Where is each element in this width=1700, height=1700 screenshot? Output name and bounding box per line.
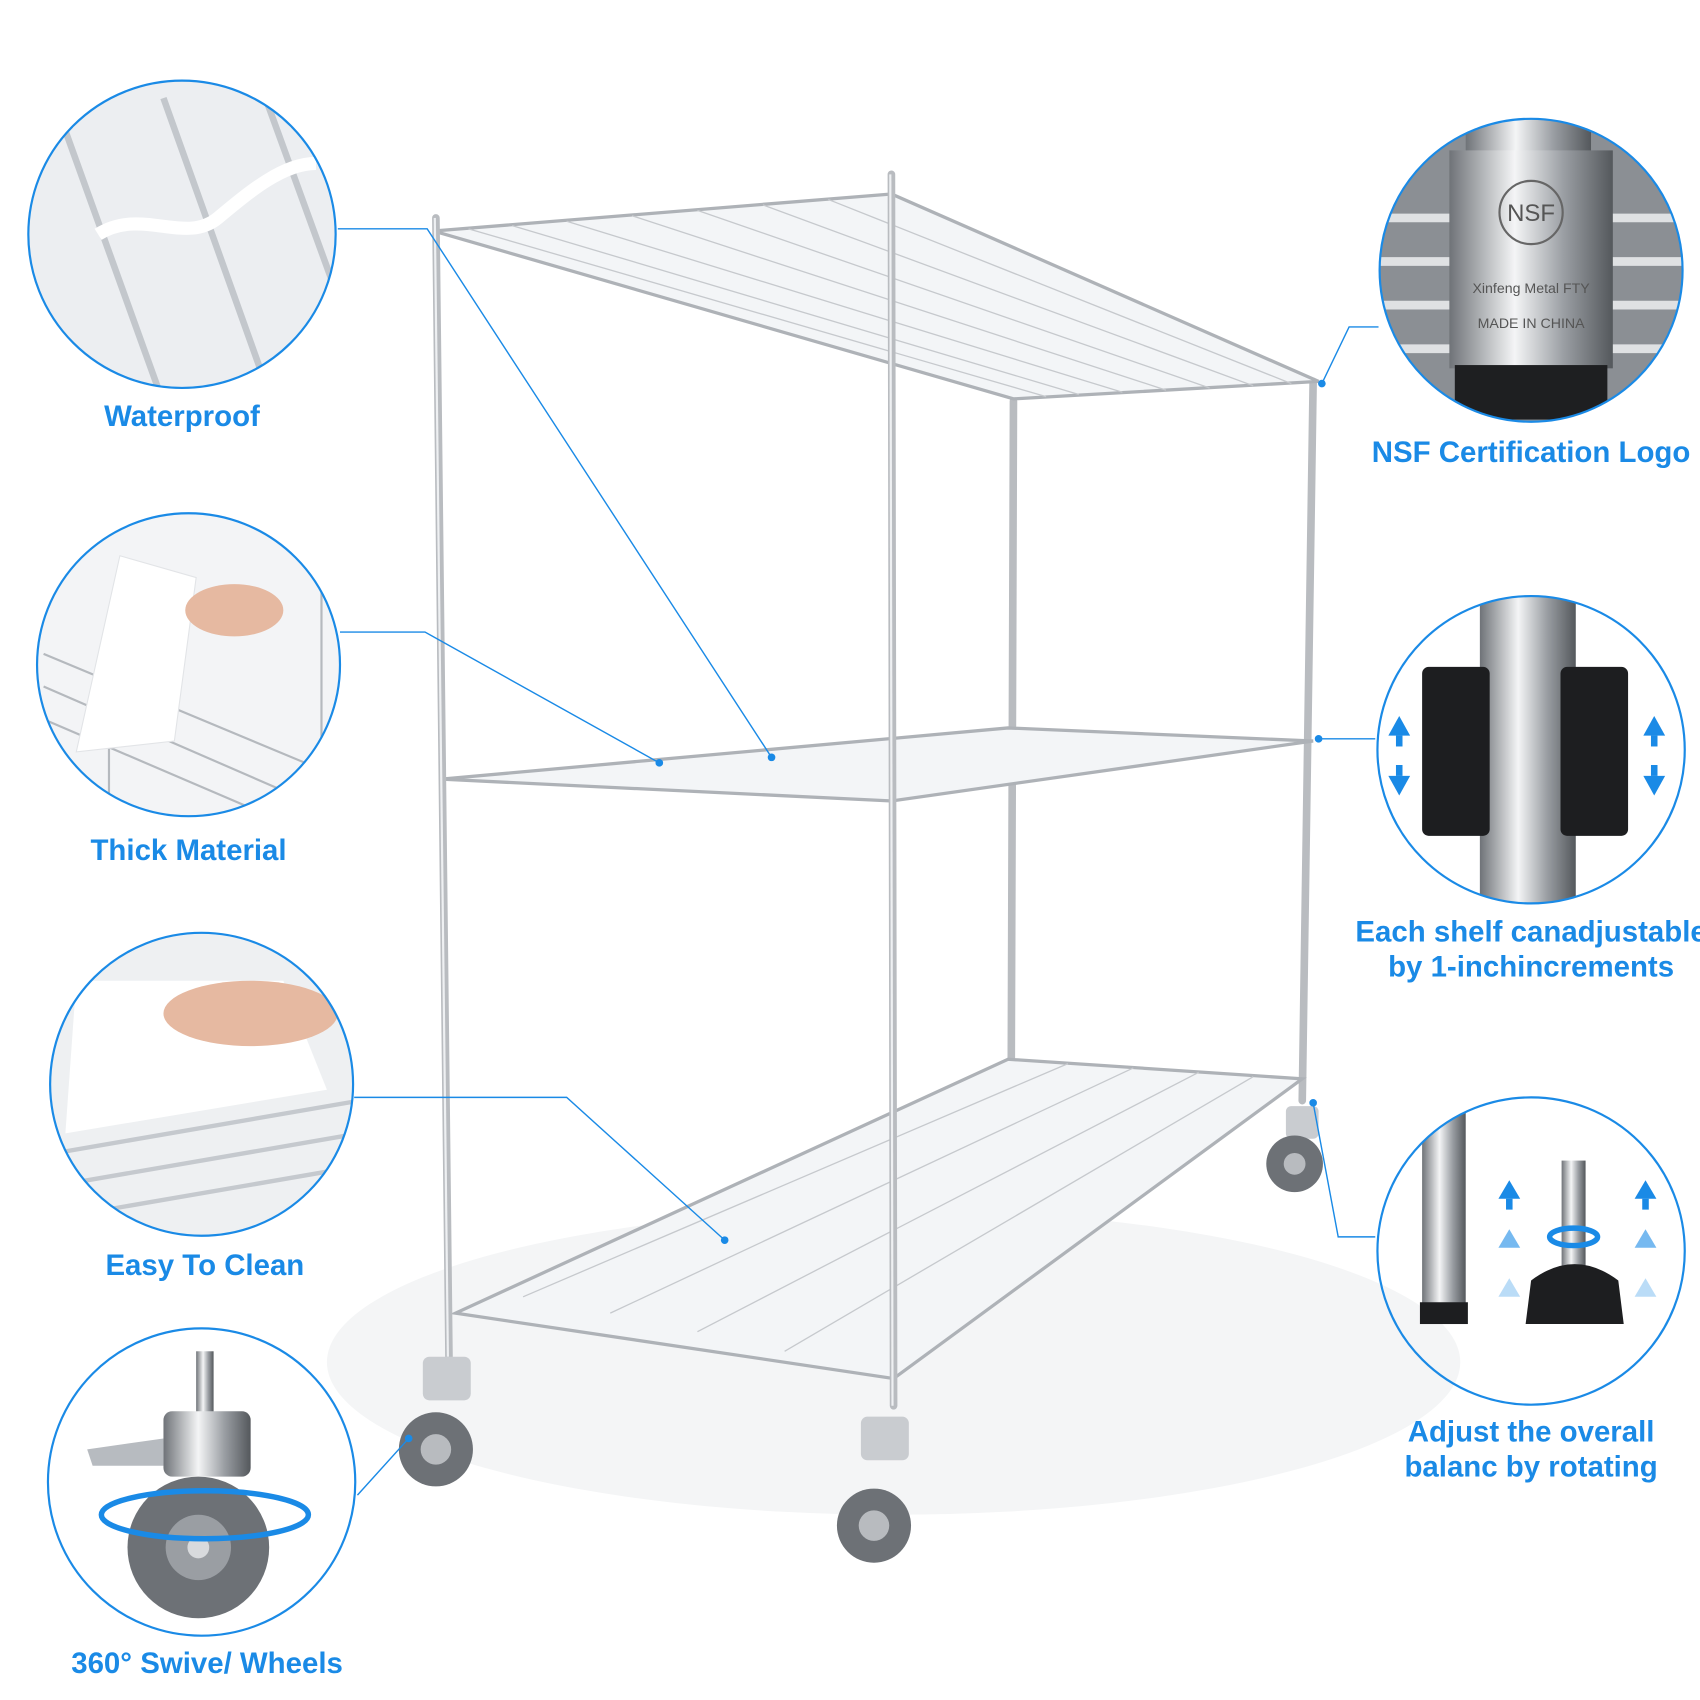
caster-wheel <box>836 1416 912 1563</box>
rotate-arrow-icon <box>98 1488 312 1542</box>
easy-to-clean-detail-image <box>50 932 354 1236</box>
waterproof-label: Waterproof <box>104 400 260 433</box>
feature-adjustable-shelf: Each shelf canadjustable by 1-inchincrem… <box>1355 595 1700 983</box>
wire-shelving-unit <box>398 170 1323 1563</box>
leader-line-nsf <box>1321 326 1379 384</box>
feature-nsf: NSF Xinfeng Metal FTY MADE IN CHINA NSF … <box>1372 117 1691 469</box>
nsf-label: NSF Certification Logo <box>1372 436 1691 469</box>
balance-label-line2: balanc by rotating <box>1404 1451 1657 1484</box>
leveling-foot-detail-image <box>1419 1100 1657 1325</box>
waterproof-detail-image <box>28 80 336 388</box>
leader-line-balance <box>1312 1102 1376 1238</box>
feature-thick-material: Thick Material <box>35 512 342 867</box>
thick-material-label: Thick Material <box>90 834 286 867</box>
leader-line-thick-material <box>339 631 660 764</box>
nsf-emboss-line2: MADE IN CHINA <box>1478 316 1586 332</box>
leader-line-waterproof <box>337 228 773 758</box>
leader-line-easy-to-clean <box>354 1096 726 1241</box>
nsf-emboss-line1: Xinfeng Metal FTY <box>1472 281 1590 297</box>
caster-wheel <box>1266 1106 1323 1193</box>
up-arrow-icon <box>1498 1180 1657 1297</box>
up-down-arrow-icon <box>1388 715 1666 796</box>
bottom-shelf-wires <box>522 1062 1254 1352</box>
feature-easy-to-clean: Easy To Clean <box>49 931 355 1282</box>
balance-label-line1: Adjust the overall <box>1408 1416 1655 1449</box>
feature-wheels: 360° Swive/ Wheels <box>46 1327 357 1680</box>
sleeve-detail-image <box>1388 596 1666 904</box>
rotate-icon <box>1546 1225 1601 1249</box>
adjustable-label-line2: by 1-inchincrements <box>1388 950 1674 983</box>
thick-material-detail-image <box>37 513 340 817</box>
feature-waterproof: Waterproof <box>27 79 337 433</box>
adjustable-label-line1: Each shelf canadjustable <box>1355 916 1700 949</box>
middle-shelf <box>441 726 1314 803</box>
bottom-shelf <box>449 1057 1307 1381</box>
caster-detail-image <box>87 1351 270 1619</box>
top-shelf-wires <box>468 198 1292 398</box>
nsf-emboss-logo: NSF <box>1507 200 1555 227</box>
easy-to-clean-label: Easy To Clean <box>105 1249 304 1282</box>
leader-line-wheels <box>356 1437 410 1496</box>
caster-wheel <box>398 1356 473 1487</box>
nsf-detail-image: NSF Xinfeng Metal FTY MADE IN CHINA <box>1379 118 1683 422</box>
feature-leveling-foot: Adjust the overall balanc by rotating <box>1376 1096 1686 1484</box>
top-shelf <box>433 192 1320 401</box>
wheels-label: 360° Swive/ Wheels <box>71 1647 343 1680</box>
